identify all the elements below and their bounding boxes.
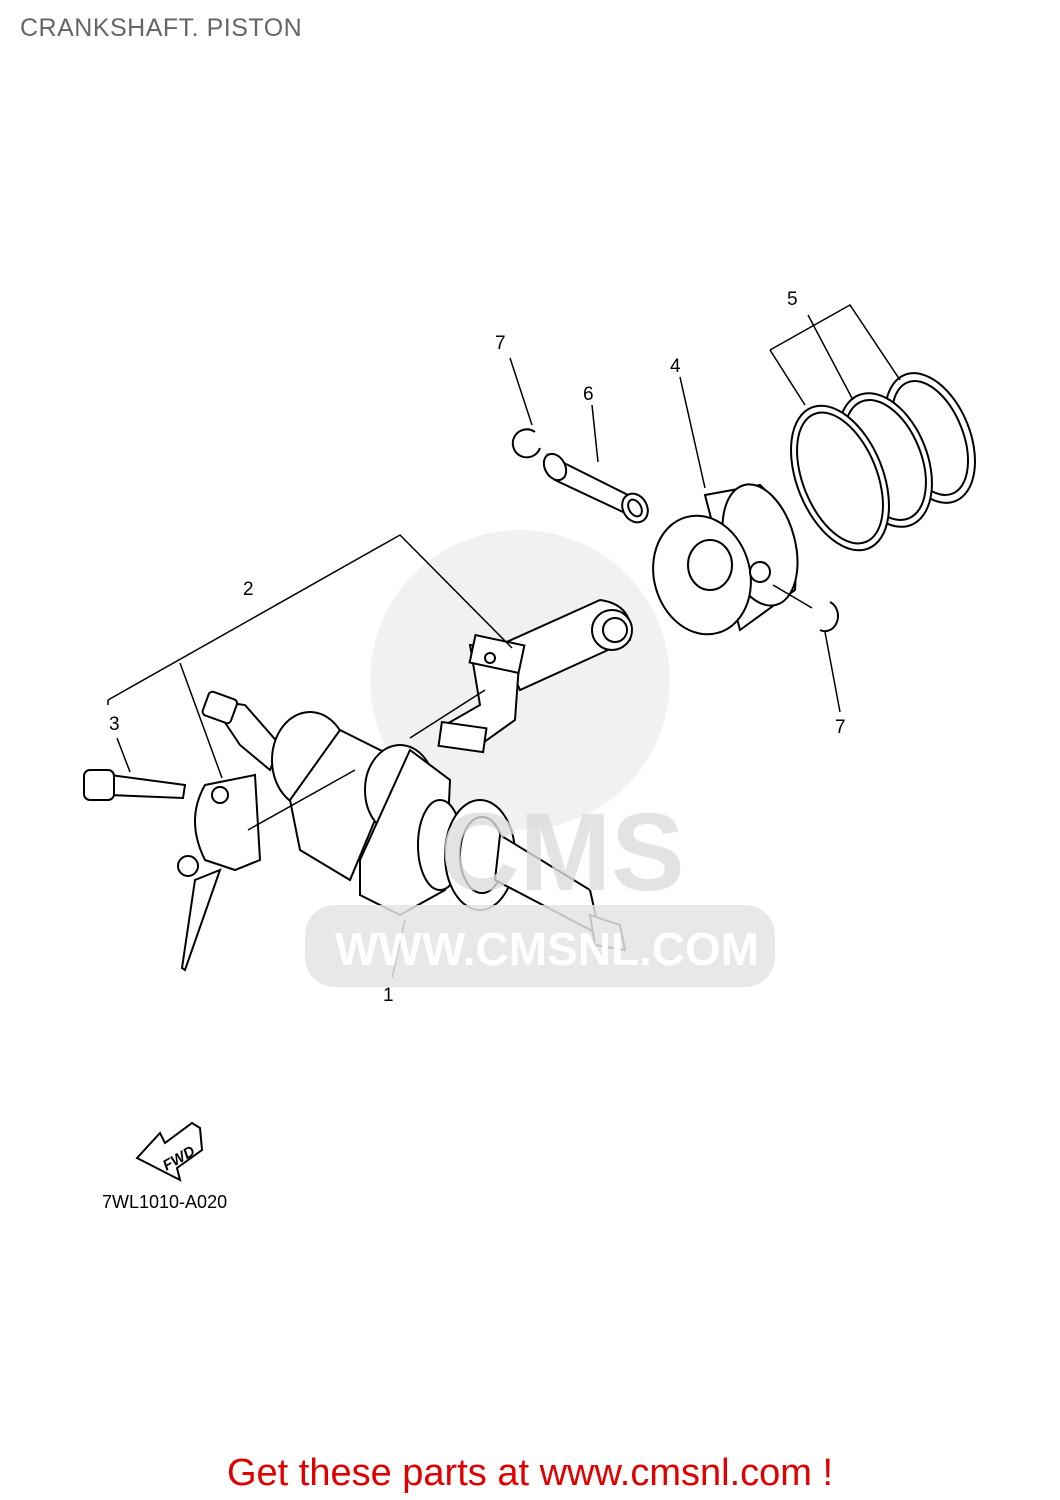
watermark: CMS WWW.CMSNL.COM <box>305 791 775 987</box>
fwd-arrow-icon: FWD <box>135 1121 204 1182</box>
watermark-banner <box>305 905 775 987</box>
callout-6: 6 <box>583 384 594 405</box>
piston-pin-clips <box>511 428 839 633</box>
callout-2: 2 <box>243 579 254 600</box>
callout-4: 4 <box>670 356 681 377</box>
callout-5: 5 <box>787 289 798 310</box>
footer-link[interactable]: Get these parts at www.cmsnl.com ! <box>226 1452 834 1494</box>
watermark-text: WWW.CMSNL.COM <box>335 923 759 975</box>
callout-7-right: 7 <box>835 717 846 738</box>
bolt <box>83 769 187 801</box>
piston-pin <box>542 452 649 524</box>
callout-1: 1 <box>383 985 394 1006</box>
page-title: CRANKSHAFT. PISTON <box>20 14 303 42</box>
piston <box>652 483 799 636</box>
watermark-logo: CMS <box>440 791 684 914</box>
callout-3: 3 <box>109 714 120 735</box>
leader-lines <box>107 304 901 979</box>
piston-rings <box>790 372 976 552</box>
callout-7-top: 7 <box>495 333 506 354</box>
connecting-rod <box>177 598 633 972</box>
diagram-code: 7WL1010-A020 <box>102 1192 228 1212</box>
